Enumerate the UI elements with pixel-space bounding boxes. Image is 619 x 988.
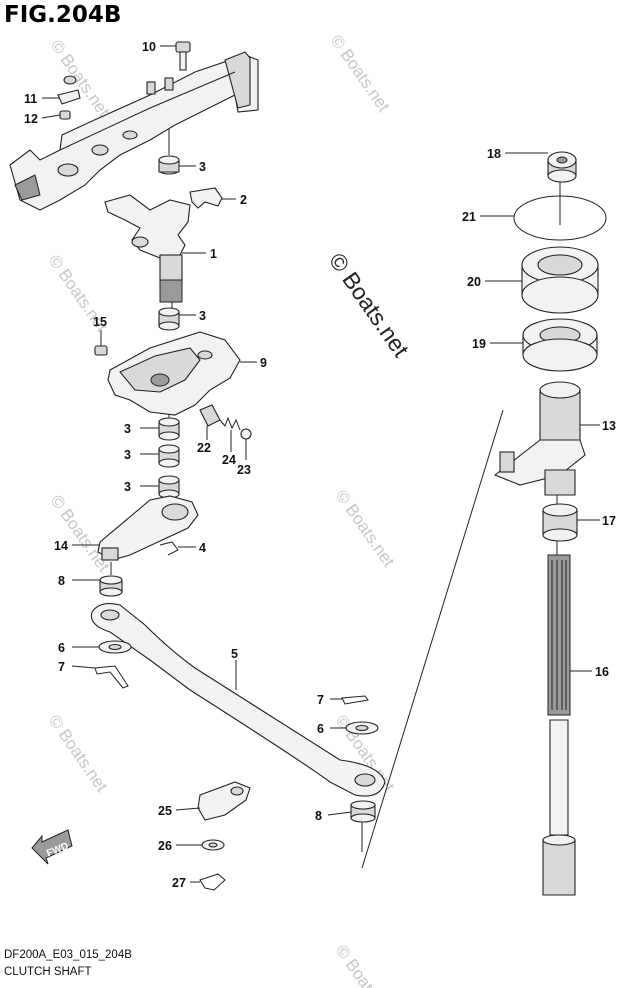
callout: 24 — [222, 453, 236, 467]
callout: 19 — [472, 337, 486, 351]
part-14-lever — [97, 495, 199, 561]
part-23-ball — [240, 428, 252, 440]
bracket-assembly — [9, 51, 259, 211]
part-25-lever — [197, 781, 251, 821]
callout: 3 — [199, 160, 206, 174]
callout: 22 — [197, 441, 211, 455]
callout-labels: 10 11 12 3 2 1 3 15 9 3 22 24 23 3 3 14 … — [24, 40, 616, 890]
part-4-clip — [159, 541, 179, 556]
callout: 27 — [172, 876, 186, 890]
part-21-snap-ring — [513, 195, 607, 241]
callout: 18 — [487, 147, 501, 161]
callout: 5 — [231, 647, 238, 661]
callout: 3 — [199, 309, 206, 323]
part-27-pin — [199, 873, 226, 891]
part-6-washer — [98, 640, 132, 654]
part-16-clutch-shaft — [542, 554, 576, 896]
part-22-pin — [199, 404, 221, 427]
callout: 8 — [315, 809, 322, 823]
callout: 7 — [58, 660, 65, 674]
part-3-bushing — [158, 475, 180, 499]
callout: 3 — [124, 448, 131, 462]
callout: 25 — [158, 804, 172, 818]
callout: 12 — [24, 112, 38, 126]
fwd-arrow: FWD — [31, 829, 73, 865]
part-2-clip — [189, 187, 223, 209]
callout: 6 — [58, 641, 65, 655]
part-1-shift-lever — [104, 194, 191, 303]
callout: 10 — [142, 40, 156, 54]
figure-code: DF200A_E03_015_204B — [4, 949, 132, 961]
callout: 16 — [595, 665, 609, 679]
watermark-group: © Boats.net © Boats.net © Boats.net © Bo… — [45, 31, 415, 988]
part-7-cotter-pin — [94, 665, 129, 689]
part-3-bushing — [158, 444, 180, 468]
part-9-housing — [107, 331, 241, 416]
part-6-washer — [345, 721, 379, 735]
callout: 15 — [93, 315, 107, 329]
callout: 3 — [124, 422, 131, 436]
callout: 4 — [199, 541, 206, 555]
callout: 6 — [317, 722, 324, 736]
watermark: © Boats.net — [47, 491, 114, 575]
part-7-cotter-pin — [341, 695, 369, 705]
part-19-seal — [522, 318, 598, 372]
figure-name: CLUTCH SHAFT — [4, 966, 92, 978]
part-15-screw — [94, 345, 108, 356]
callout: 21 — [462, 210, 476, 224]
part-11-clip — [57, 75, 81, 105]
part-24-spring — [219, 416, 241, 431]
callout: 26 — [158, 839, 172, 853]
callout: 14 — [54, 539, 68, 553]
callout: 8 — [58, 574, 65, 588]
part-12-screw — [59, 110, 71, 120]
watermark: © Boats.net — [332, 941, 399, 988]
callout: 3 — [124, 480, 131, 494]
callout: 2 — [240, 193, 247, 207]
assembly-guide-line — [361, 409, 504, 869]
watermark-large: © Boats.net — [324, 248, 415, 362]
callout: 17 — [602, 514, 616, 528]
part-20-bearing — [521, 246, 599, 314]
part-3-bushing — [158, 155, 180, 175]
part-3-bushing — [158, 417, 180, 441]
callout: 11 — [24, 92, 37, 106]
part-10-bolt — [175, 41, 191, 71]
callout: 13 — [602, 419, 616, 433]
part-17-bushing — [542, 503, 578, 542]
callout: 7 — [317, 693, 324, 707]
watermark: © Boats.net — [327, 31, 394, 115]
part-3-bushing — [158, 307, 180, 331]
watermark: © Boats.net — [45, 711, 112, 795]
part-26-washer — [201, 839, 225, 851]
part-18-plug — [547, 151, 577, 183]
part-5-link-rod — [90, 603, 386, 797]
callout: 23 — [237, 463, 251, 477]
part-8-bushing — [99, 575, 123, 597]
callout: 9 — [260, 356, 267, 370]
callout: 1 — [210, 247, 217, 261]
part-8-bushing — [350, 800, 376, 823]
callout: 20 — [467, 275, 481, 289]
watermark: © Boats.net — [47, 36, 114, 120]
part-13-clutch-cam — [493, 381, 586, 496]
watermark: © Boats.net — [332, 486, 399, 570]
figure-title: FIG.204B — [4, 2, 122, 28]
